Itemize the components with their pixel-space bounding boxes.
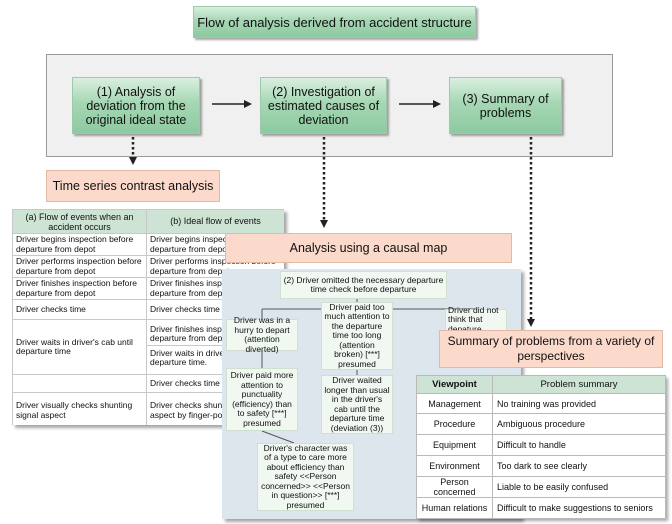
- events-col-b-header: (b) Ideal flow of events: [146, 209, 284, 234]
- causal-node: Driver's character was of a type to care…: [257, 443, 354, 511]
- events-table: (a) Flow of events when an accident occu…: [12, 209, 284, 425]
- summary-header-problem: Problem summary: [492, 375, 666, 394]
- causal-node: Driver paid too much attention to the de…: [321, 302, 393, 370]
- events-cell-a: Driver performs inspection before depart…: [12, 255, 147, 278]
- problem-cell: Too dark to see clearly: [492, 455, 666, 477]
- step-2-box: (2) Investigation of estimated causes of…: [260, 77, 387, 134]
- events-cell-a: Driver waits in driver's cab until depar…: [12, 319, 147, 375]
- causal-node: Driver was in a hurry to depart (attenti…: [226, 315, 298, 353]
- causal-node: Driver paid more attention to punctualit…: [226, 368, 298, 431]
- problem-cell: Difficult to make suggestions to seniors: [492, 497, 666, 519]
- events-cell-a: Driver checks time: [12, 299, 147, 320]
- step-1-label: (1) Analysis of deviation from the origi…: [85, 84, 187, 127]
- diagram-title: Flow of analysis derived from accident s…: [193, 6, 476, 38]
- problem-cell: Liable to be easily confused: [492, 476, 666, 498]
- viewpoint-cell: Equipment: [416, 434, 493, 456]
- summary-table: Viewpoint Problem summary Management No …: [416, 375, 666, 519]
- causal-top-node: (2) Driver omitted the necessary departu…: [280, 271, 447, 299]
- events-cell-a: Driver finishes inspection before depart…: [12, 277, 147, 300]
- summary-label-text: Summary of problems from a variety of pe…: [447, 334, 655, 363]
- step-2-label: (2) Investigation of estimated causes of…: [267, 84, 380, 127]
- events-col-a-header: (a) Flow of events when an accident occu…: [12, 209, 147, 234]
- viewpoint-cell: Human relations: [416, 497, 493, 519]
- events-cell-b-upper: Driver finishes inspection before depart…: [147, 324, 284, 346]
- viewpoint-cell: Environment: [416, 455, 493, 477]
- causal-node: Driver waited longer than usual in the d…: [321, 375, 393, 434]
- summary-header-viewpoint: Viewpoint: [416, 375, 493, 394]
- causal-map-label: Analysis using a causal map: [225, 233, 512, 263]
- time-series-label: Time series contrast analysis: [46, 170, 220, 202]
- time-series-text: Time series contrast analysis: [52, 179, 214, 193]
- events-cell-a: Driver visually checks shunting signal a…: [12, 392, 147, 425]
- step-1-box: (1) Analysis of deviation from the origi…: [72, 77, 200, 134]
- viewpoint-cell: Procedure: [416, 413, 493, 435]
- problem-cell: No training was provided: [492, 393, 666, 414]
- problem-cell: Difficult to handle: [492, 434, 666, 456]
- step-3-box: (3) Summary of problems: [449, 77, 562, 134]
- step-3-label: (3) Summary of problems: [462, 91, 549, 120]
- diagram-title-text: Flow of analysis derived from accident s…: [197, 14, 472, 30]
- events-cell-a: Driver begins inspection before departur…: [12, 233, 147, 256]
- events-cell-a: [12, 374, 147, 393]
- viewpoint-cell: Management: [416, 393, 493, 414]
- problem-cell: Ambiguous procedure: [492, 413, 666, 435]
- summary-table-panel: Viewpoint Problem summary Management No …: [416, 375, 666, 519]
- summary-label: Summary of problems from a variety of pe…: [439, 330, 663, 368]
- causal-node: Driver did not think that depature: [445, 305, 507, 334]
- causal-map-text: Analysis using a causal map: [289, 241, 448, 255]
- viewpoint-cell: Person concerned: [416, 476, 493, 498]
- events-cell-b-lower: Driver waits in driver's cab until depar…: [150, 347, 267, 367]
